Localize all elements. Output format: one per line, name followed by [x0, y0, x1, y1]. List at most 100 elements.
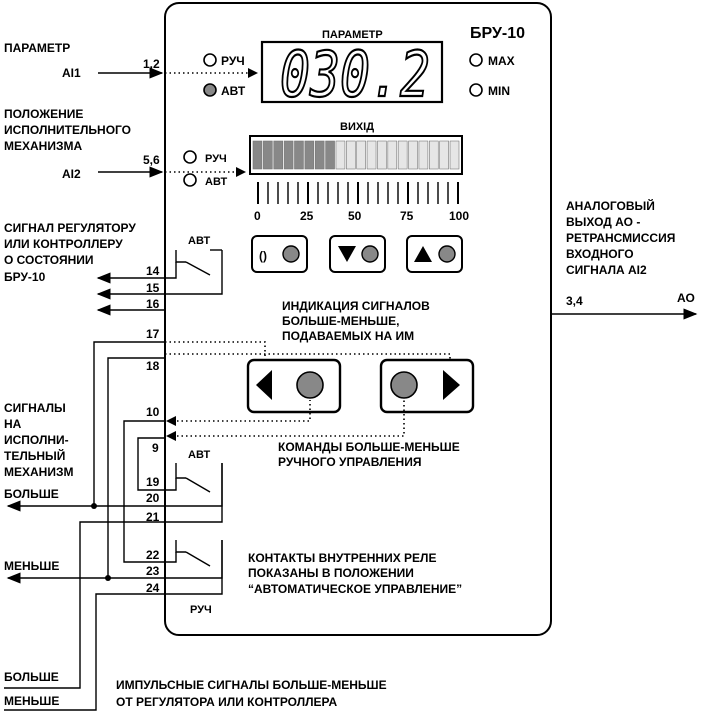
right-triangle-icon: [443, 370, 460, 400]
bargraph-cells: [252, 140, 460, 170]
scale-label-0: 0: [254, 209, 261, 223]
param-label: ПАРАМЕТР: [4, 41, 70, 55]
bar-manual-led: [183, 150, 197, 164]
terminal-23: 23: [146, 564, 160, 578]
ai2-pins: 5,6: [143, 153, 160, 167]
scale-label-25: 25: [300, 209, 314, 223]
up-triangle-icon: [414, 246, 432, 262]
contacts-line-3: “АВТОМАТИЧЕСКОЕ УПРАВЛЕНИЕ”: [248, 582, 462, 596]
bargraph-cell: [252, 140, 263, 170]
signals-line-3: ИСПОЛНИ-: [4, 433, 69, 447]
min-led: [469, 83, 483, 97]
bargraph-cell: [366, 140, 377, 170]
bargraph-cell: [346, 140, 356, 170]
down-button[interactable]: [329, 235, 386, 273]
bargraph-cell: [428, 140, 439, 170]
analog-line-2: ВЫХОД АО -: [566, 215, 640, 229]
output-scale: [257, 182, 459, 204]
signals-line-2: НА: [4, 417, 22, 431]
status-line-4: БРУ-10: [4, 270, 46, 284]
display-value: 030.2: [280, 38, 430, 111]
position-line-1: ПОЛОЖЕНИЕ: [4, 107, 83, 121]
commands-line-1: КОМАНДЫ БОЛЬШЕ-МЕНЬШЕ: [278, 440, 460, 454]
ai1-label: AI1: [62, 66, 81, 80]
contacts-line-2: ПОКАЗАНЫ В ПОЛОЖЕНИИ: [248, 566, 414, 580]
mode-switch-icon: (): [259, 249, 267, 263]
min-label: MIN: [488, 84, 510, 98]
analog-line-4: ВХОДНОГО: [566, 247, 634, 261]
bargraph-cell: [325, 140, 335, 170]
less-button[interactable]: [246, 358, 342, 414]
terminal-17: 17: [146, 327, 160, 341]
indication-line-2: БОЛЬШЕ-МЕНЬШЕ,: [282, 314, 399, 328]
pulse-line-1: ИМПУЛЬСНЫЕ СИГНАЛЫ БОЛЬШЕ-МЕНЬШЕ: [116, 678, 387, 692]
bargraph-cell: [283, 140, 294, 170]
ao-pins: 3,4: [566, 294, 583, 308]
max-label: MAX: [488, 54, 515, 68]
bargraph-cell: [377, 140, 387, 170]
relay-avt-label-1: АВТ: [188, 235, 210, 247]
auto-mode-led: [203, 83, 217, 97]
mode-switch-button[interactable]: (): [251, 235, 308, 273]
up-button[interactable]: [406, 235, 463, 273]
bar-auto-led: [183, 173, 197, 187]
terminal-10: 10: [146, 405, 160, 419]
device-model: БРУ-10: [470, 25, 525, 42]
bolshe-label: БОЛЬШЕ: [4, 487, 59, 501]
left-triangle-icon: [256, 370, 272, 400]
parameter-display: [260, 40, 444, 104]
bargraph-cell: [408, 140, 418, 170]
ai2-label: AI2: [62, 167, 81, 181]
bargraph-cell: [294, 140, 304, 170]
display-title: ПАРАМЕТР: [322, 29, 383, 41]
relay-avt-label-2: АВТ: [188, 449, 210, 461]
contacts-line-1: КОНТАКТЫ ВНУТРЕННИХ РЕЛЕ: [248, 551, 436, 565]
terminal-15: 15: [146, 281, 160, 295]
terminal-16: 16: [146, 297, 160, 311]
bargraph-cell: [449, 140, 460, 170]
analog-line-1: АНАЛОГОВЫЙ: [566, 198, 655, 213]
terminal-19: 19: [146, 475, 160, 489]
bargraph-cell: [418, 140, 429, 170]
bargraph-cell: [356, 140, 366, 170]
analog-line-3: РЕТРАНСМИССИЯ: [566, 231, 675, 245]
scale-label-100: 100: [449, 209, 469, 223]
relay-ruch-label: РУЧ: [190, 604, 212, 616]
scale-label-50: 50: [348, 209, 362, 223]
status-line-2: ИЛИ КОНТРОЛЛЕРУ: [4, 237, 123, 251]
auto-mode-label: АВТ: [221, 84, 246, 98]
menshe-label: МЕНЬШЕ: [4, 559, 59, 573]
terminal-20: 20: [146, 491, 160, 505]
signals-line-5: МЕХАНИЗМ: [4, 465, 73, 479]
pulse-line-2: ОТ РЕГУЛЯТОРА ИЛИ КОНТРОЛЛЕРА: [116, 695, 338, 709]
terminal-9: 9: [152, 441, 159, 455]
bar-manual-label: РУЧ: [205, 153, 227, 165]
indication-line-3: ПОДАВАЕМЫХ НА ИМ: [282, 329, 414, 343]
signals-line-4: ТЕЛЬНЫЙ: [4, 448, 65, 463]
terminal-22: 22: [146, 548, 160, 562]
bargraph-cell: [397, 140, 408, 170]
bargraph-cell: [387, 140, 398, 170]
bargraph-cell: [273, 140, 284, 170]
down-triangle-icon: [338, 246, 356, 262]
terminal-14: 14: [146, 264, 160, 278]
menshe-bottom-label: МЕНЬШЕ: [4, 694, 59, 708]
more-button[interactable]: [379, 358, 475, 414]
terminal-21: 21: [146, 510, 160, 524]
signals-line-1: СИГНАЛЫ: [4, 401, 66, 415]
analog-line-5: СИГНАЛА AI2: [566, 263, 647, 277]
manual-mode-led: [203, 53, 217, 67]
bargraph-cell: [304, 140, 315, 170]
max-led: [469, 53, 483, 67]
commands-line-2: РУЧНОГО УПРАВЛЕНИЯ: [278, 455, 421, 469]
position-line-3: МЕХАНИЗМА: [4, 139, 82, 153]
status-line-3: О СОСТОЯНИИ: [4, 253, 93, 267]
bargraph-cell: [335, 140, 346, 170]
terminal-24: 24: [146, 581, 160, 595]
indication-line-1: ИНДИКАЦИЯ СИГНАЛОВ: [282, 299, 430, 313]
ai1-pins: 1,2: [143, 57, 160, 71]
ao-label: АО: [677, 291, 695, 305]
bolshe-bottom-label: БОЛЬШЕ: [4, 670, 59, 684]
bargraph-cell: [314, 140, 325, 170]
